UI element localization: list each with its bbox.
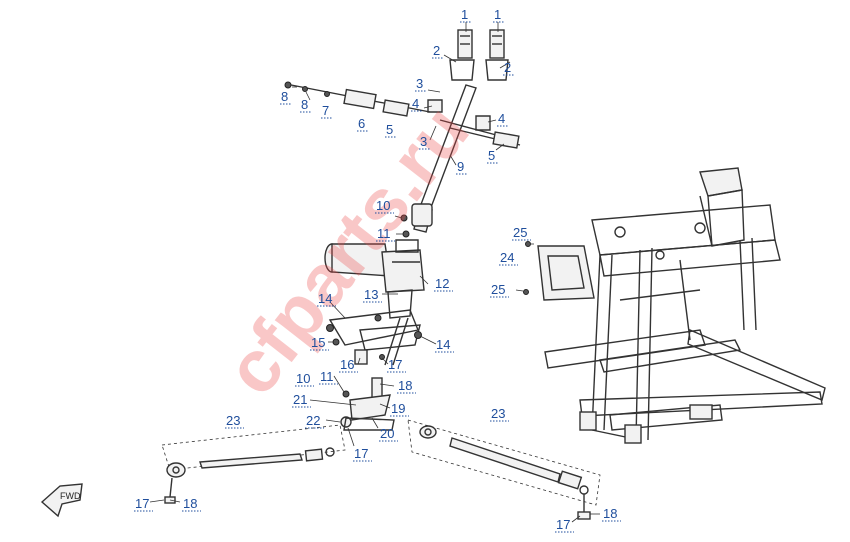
callout-1: 1 bbox=[494, 7, 501, 22]
callout-13: 13 bbox=[364, 287, 378, 302]
callout-12: 12 bbox=[435, 276, 449, 291]
callout-18: 18 bbox=[398, 378, 412, 393]
callout-6: 6 bbox=[358, 116, 365, 131]
callout-25: 25 bbox=[491, 282, 505, 297]
pitman-arm bbox=[340, 377, 395, 431]
callout-22: 22 bbox=[306, 413, 320, 428]
callout-labels: 1 1 2 2 3 3 4 4 5 5 6 7 8 8 9 10 10 11 bbox=[134, 7, 621, 533]
callout-17: 17 bbox=[556, 517, 570, 532]
callout-8: 8 bbox=[301, 97, 308, 112]
callout-14: 14 bbox=[436, 337, 450, 352]
callout-18: 18 bbox=[603, 506, 617, 521]
callout-2: 2 bbox=[433, 43, 440, 58]
tie-rod-left bbox=[161, 424, 346, 504]
callout-3: 3 bbox=[420, 134, 427, 149]
callout-9: 9 bbox=[457, 159, 464, 174]
callout-5: 5 bbox=[488, 148, 495, 163]
callout-8: 8 bbox=[281, 89, 288, 104]
callout-10: 10 bbox=[296, 371, 310, 386]
callout-7: 7 bbox=[322, 103, 329, 118]
callout-23: 23 bbox=[226, 413, 240, 428]
callout-3: 3 bbox=[416, 76, 423, 91]
callout-17: 17 bbox=[135, 496, 149, 511]
callout-5: 5 bbox=[386, 122, 393, 137]
fwd-arrow: FWD bbox=[40, 483, 83, 518]
svg-text:FWD: FWD bbox=[60, 491, 81, 501]
callout-20: 20 bbox=[380, 426, 394, 441]
callout-4: 4 bbox=[498, 111, 505, 126]
callout-18: 18 bbox=[183, 496, 197, 511]
lower-bracket bbox=[326, 309, 422, 365]
bushing-bolt-row bbox=[284, 81, 521, 149]
universal-joint bbox=[400, 203, 433, 238]
eps-control-unit bbox=[523, 241, 595, 301]
callout-11: 11 bbox=[377, 226, 391, 241]
callout-11: 11 bbox=[320, 369, 334, 384]
callout-23: 23 bbox=[491, 406, 505, 421]
callout-17: 17 bbox=[354, 446, 368, 461]
callout-2: 2 bbox=[504, 60, 511, 75]
vehicle-frame bbox=[544, 167, 826, 444]
callout-19: 19 bbox=[391, 401, 405, 416]
callout-15: 15 bbox=[311, 335, 325, 350]
callout-4: 4 bbox=[412, 96, 419, 111]
callout-16: 16 bbox=[340, 357, 354, 372]
callout-17: 17 bbox=[388, 357, 402, 372]
callout-10: 10 bbox=[376, 198, 390, 213]
tie-rod-right bbox=[407, 419, 601, 520]
callout-24: 24 bbox=[500, 250, 514, 265]
callout-21: 21 bbox=[293, 392, 307, 407]
callout-1: 1 bbox=[461, 7, 468, 22]
eps-motor bbox=[324, 239, 425, 366]
leader-lines bbox=[149, 22, 600, 523]
callout-14: 14 bbox=[318, 291, 332, 306]
callout-25: 25 bbox=[513, 225, 527, 240]
